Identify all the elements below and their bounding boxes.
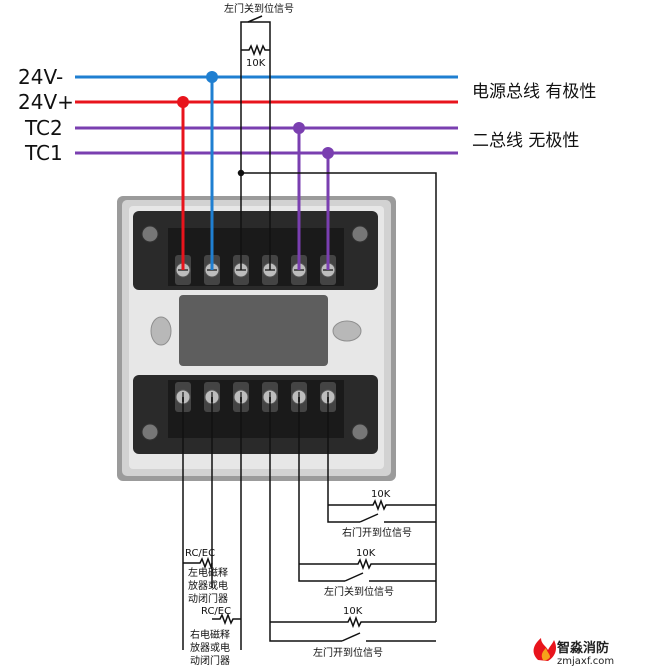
junction-24v-minus bbox=[206, 71, 218, 83]
left-releaser-line2: 放器或电 bbox=[188, 579, 228, 592]
mount-hole-left bbox=[150, 316, 172, 346]
top-signal-loop bbox=[237, 15, 437, 622]
bus-drops bbox=[177, 71, 334, 270]
right-releaser-line2: 放器或电 bbox=[190, 641, 230, 654]
top-resistor-label: 10K bbox=[246, 58, 266, 69]
top-terminal-block bbox=[133, 211, 378, 290]
right-releaser-line1: 右电磁释 bbox=[190, 628, 230, 641]
resistor-r2-label: 10K bbox=[356, 548, 376, 559]
top-signal-label: 左门关到位信号 bbox=[224, 2, 294, 15]
left-door-closed-label: 左门关到位信号 bbox=[324, 585, 394, 598]
label-tc1: TC1 bbox=[24, 141, 63, 165]
power-bus-label: 电源总线 有极性 bbox=[472, 82, 596, 102]
left-releaser-line1: 左电磁释 bbox=[188, 566, 228, 579]
display-window bbox=[179, 295, 328, 366]
junction-24v-plus bbox=[177, 96, 189, 108]
bottom-wiring bbox=[182, 397, 436, 650]
right-releaser-code: RC/EC bbox=[201, 606, 231, 617]
junction-tc1 bbox=[322, 147, 334, 159]
two-bus-label: 二总线 无极性 bbox=[472, 131, 579, 151]
left-door-open-label: 左门开到位信号 bbox=[313, 646, 383, 659]
left-releaser-line3: 动闭门器 bbox=[188, 592, 228, 605]
right-releaser-line3: 动闭门器 bbox=[190, 654, 230, 667]
mount-hole-right bbox=[332, 320, 362, 342]
resistor-r1-label: 10K bbox=[371, 489, 391, 500]
bottom-terminal-block bbox=[133, 375, 378, 454]
watermark-name: 智淼消防 bbox=[557, 640, 609, 656]
label-24v-plus: 24V+ bbox=[18, 90, 74, 114]
watermark-logo: 智淼消防 zmjaxf.com bbox=[533, 638, 614, 667]
junction-tc2 bbox=[293, 122, 305, 134]
bus-lines bbox=[75, 75, 458, 155]
resistor-r3-label: 10K bbox=[343, 606, 363, 617]
label-24v-minus: 24V- bbox=[18, 65, 63, 89]
right-door-open-label: 右门开到位信号 bbox=[342, 526, 412, 539]
left-releaser-code: RC/EC bbox=[185, 548, 215, 559]
watermark-url: zmjaxf.com bbox=[557, 656, 614, 667]
label-tc2: TC2 bbox=[24, 116, 63, 140]
